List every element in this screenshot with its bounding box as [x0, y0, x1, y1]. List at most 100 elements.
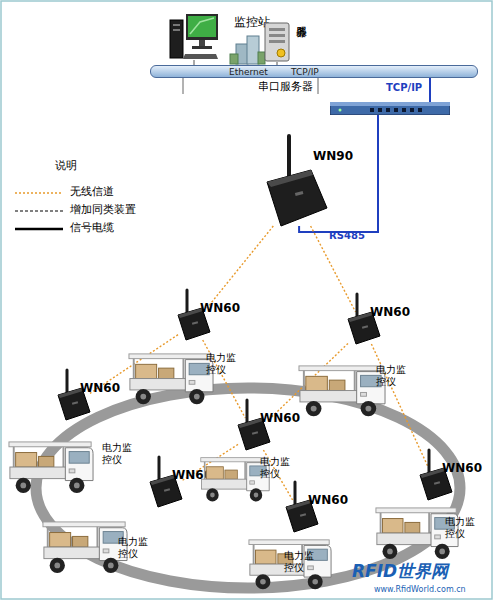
link-label: RS485 [329, 230, 365, 242]
shape-part [204, 462, 206, 479]
shape-part [265, 23, 289, 61]
cable-link [194, 60, 195, 65]
shape-part [200, 456, 270, 504]
shape-part [402, 108, 406, 112]
shape-part [356, 294, 359, 317]
shape-part [69, 452, 89, 464]
node-label: WN90 [313, 150, 353, 164]
gateway-device: WN90 [265, 170, 327, 226]
shape-part [382, 519, 403, 533]
shape-part [72, 401, 78, 404]
node-label: WN60 [80, 382, 120, 396]
shape-part [182, 359, 184, 379]
shape-part [260, 579, 266, 585]
shape-part [380, 513, 382, 533]
shape-part [269, 34, 285, 37]
node-label: TCP/IP [291, 66, 319, 78]
shape-part [188, 16, 216, 37]
shape-part [20, 482, 26, 488]
shape-part [43, 522, 125, 527]
shape-part [189, 389, 204, 404]
node-label: 电力监控仪 [118, 536, 150, 559]
shape-part [164, 488, 170, 491]
shape-part [199, 40, 205, 46]
shape-part [386, 108, 390, 112]
shape-part [189, 380, 195, 384]
wireless-node: WN60 [150, 475, 182, 507]
node-label: WN60 [308, 494, 348, 508]
shape-part [348, 312, 373, 322]
node-label: 串口服务器 [258, 81, 313, 94]
legend-text: 无线信道 [70, 186, 114, 199]
wireless-link [207, 226, 273, 308]
shape-part [308, 574, 323, 589]
wireless-node: WN60 [238, 418, 270, 450]
shape-part [394, 108, 398, 112]
shape-part [170, 20, 183, 58]
legend-title: 说明 [55, 160, 77, 173]
shape-part [418, 108, 422, 112]
legend-line [15, 228, 63, 231]
shape-part [170, 14, 218, 60]
shape-part [173, 24, 180, 26]
legend-sample [15, 226, 65, 232]
shape-part [136, 364, 157, 378]
shape-part [10, 467, 67, 479]
shape-part [9, 442, 91, 447]
wireless-node: WN60 [58, 388, 90, 420]
link-label: TCP/IP [386, 82, 422, 94]
wireless-node: WN60 [178, 308, 210, 340]
serial-server: 串口服务器 [330, 102, 450, 115]
shape-part [300, 513, 306, 516]
shape-part [246, 400, 249, 423]
shape-part [8, 440, 94, 496]
shape-part [434, 481, 440, 484]
vehicle: 电力监控仪 [42, 520, 128, 576]
cable-link [299, 115, 378, 232]
shape-part [287, 136, 291, 176]
node-label: WN60 [260, 412, 300, 426]
shape-part [50, 558, 65, 573]
shape-part [361, 401, 377, 416]
node-label: Ethernet [229, 66, 268, 78]
watermark: www.RfidWorld.com.cn [374, 585, 466, 594]
shape-part [206, 488, 218, 501]
shape-part [250, 481, 255, 484]
legend-text: 信号电缆 [70, 222, 114, 235]
shape-part [382, 544, 397, 559]
shape-part [173, 29, 180, 31]
wireless-link [203, 340, 246, 418]
shape-part [190, 18, 214, 34]
node-label: 电力监控仪 [445, 516, 477, 539]
shape-part [108, 562, 114, 568]
shape-part [267, 170, 327, 226]
shape-part [306, 401, 322, 416]
shape-part [330, 102, 450, 115]
shape-part [225, 470, 237, 479]
cable-link [277, 62, 278, 65]
node-label: WN60 [370, 306, 410, 320]
shape-part [73, 536, 88, 547]
shape-part [201, 458, 268, 462]
node-label: 电力监控仪 [260, 456, 292, 479]
shape-part [370, 108, 422, 112]
shape-part [299, 366, 383, 371]
shape-part [103, 558, 118, 573]
wireless-link [90, 335, 178, 394]
ethernet-bus: Ethernet TCP/IP [150, 65, 478, 78]
shape-part [255, 550, 276, 564]
shape-part [16, 478, 31, 493]
wireless-link [263, 450, 292, 500]
node-label: WN60 [200, 302, 240, 316]
shape-part [365, 406, 371, 412]
shape-part [376, 508, 456, 513]
watermark: RFID世界网 [352, 562, 448, 582]
shape-part [47, 527, 49, 547]
shape-part [42, 520, 128, 576]
shape-part [295, 191, 304, 196]
shape-part [269, 28, 285, 31]
shape-part [387, 548, 393, 554]
vehicle: 电力监控仪 [248, 538, 332, 592]
shape-part [420, 468, 445, 478]
